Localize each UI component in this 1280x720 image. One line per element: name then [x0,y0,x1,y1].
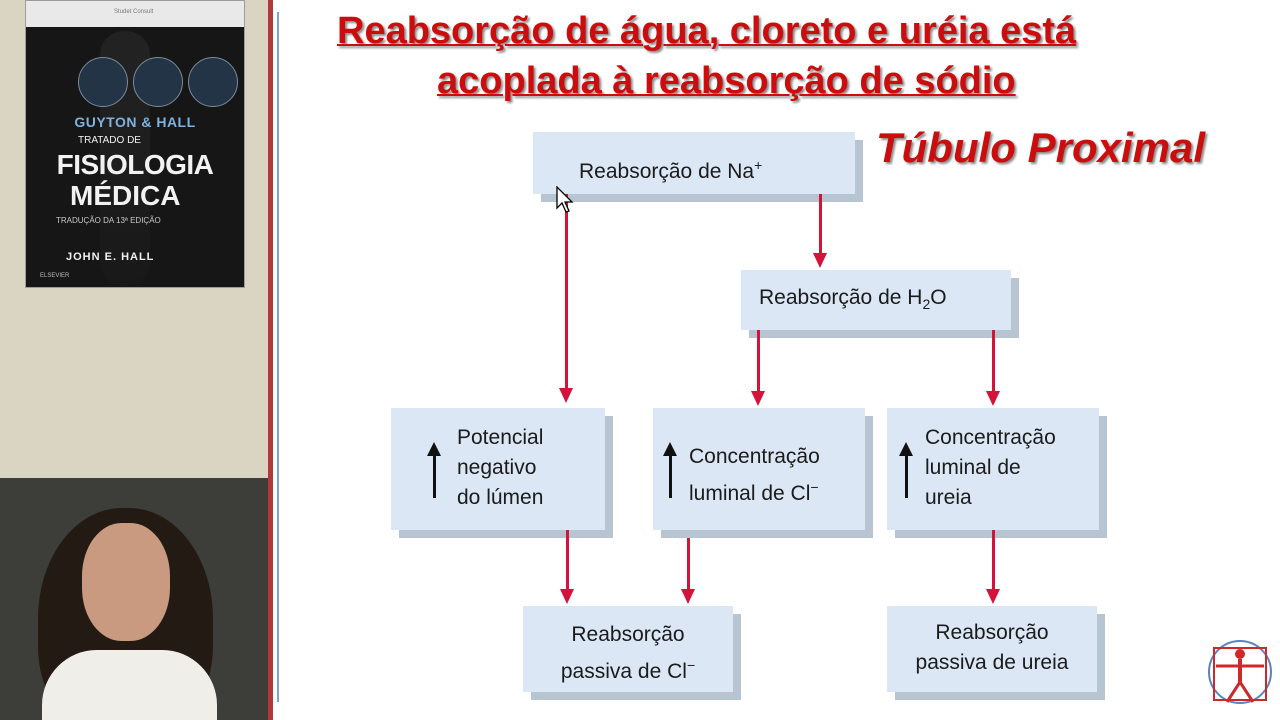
book-publisher: ELSEVIER [40,273,69,279]
box-h2o-text-a: Reabsorção de H [759,286,922,309]
webcam-presenter-face [82,523,170,641]
box-conc-ureia-line1: Concentração [925,423,1056,453]
slide-title-line1: Reabsorção de água, cloreto e uréia está [337,10,1076,53]
vitruvian-logo-icon [1207,636,1273,710]
arrow-potencial-to-passiva-cl [566,530,569,590]
book-top-band-text: Studet Consult [114,9,153,15]
box-na-sup: + [754,157,762,173]
box-passiva-cl-line1: Reabsorção [523,620,733,650]
book-orb-2 [133,57,183,107]
box-conc-cl-line1: Concentração [689,442,820,472]
book-title-line2: MÉDICA [70,180,180,212]
arrow-conc-cl-to-passiva-cl [687,538,690,590]
book-tratado: TRATADO DE [78,135,141,146]
book-traducao: TRADUÇÃO DA 13ª EDIÇÃO [56,216,161,225]
box-na-text: Reabsorção de Na [579,160,754,183]
book-orb-3 [188,57,238,107]
book-title-line1: FISIOLOGIA [26,149,244,181]
arrow-h2o-to-conc-ureia [992,330,995,392]
slide-left-rule [277,12,279,702]
box-potencial-negativo: Potencial negativo do lúmen [391,408,605,530]
arrow-na-to-potencial [565,194,568,389]
up-arrow-icon [905,454,908,498]
box-concentracao-ureia: Concentração luminal de ureia [887,408,1099,530]
slide: Reabsorção de água, cloreto e uréia está… [273,0,1280,720]
book-top-band: Studet Consult [26,1,244,27]
box-conc-ureia-line2: luminal de [925,453,1056,483]
box-concentracao-cl: Concentração luminal de Cl− [653,408,865,530]
box-passiva-ureia-line2: passiva de ureia [887,648,1097,678]
book-author-top: GUYTON & HALL [26,114,244,130]
box-h2o-text-b: O [930,286,946,309]
book-cover: Studet Consult GUYTON & HALL TRATADO DE … [25,0,245,288]
box-conc-cl-line2: luminal de Cl [689,482,810,505]
up-arrow-icon [433,454,436,498]
left-panel: Studet Consult GUYTON & HALL TRATADO DE … [0,0,268,720]
book-orb-1 [78,57,128,107]
arrow-h2o-to-conc-cl [757,330,760,392]
up-arrow-icon [669,454,672,498]
box-na-reabsorption: Reabsorção de Na+ [533,132,855,194]
book-author: JOHN E. HALL [66,251,154,263]
arrow-na-to-h2o [819,194,822,254]
box-conc-cl-sup: − [810,479,818,495]
webcam-feed [0,478,268,720]
box-conc-ureia-line3: ureia [925,483,1056,513]
box-passiva-ureia: Reabsorção passiva de ureia [887,606,1097,692]
slide-title-line2: acoplada à reabsorção de sódio [437,60,1016,103]
box-potencial-line3: do lúmen [457,483,543,513]
box-passiva-cl-line2: passiva de Cl [561,660,687,683]
arrow-conc-ureia-to-passiva-ureia [992,530,995,590]
slide-subtitle: Túbulo Proximal [876,124,1205,172]
box-passiva-cl: Reabsorção passiva de Cl− [523,606,733,692]
box-passiva-cl-sup: − [687,657,695,673]
box-h2o-reabsorption: Reabsorção de H2O [741,270,1011,330]
mouse-cursor-icon [556,186,574,214]
box-passiva-ureia-line1: Reabsorção [887,618,1097,648]
box-potencial-line1: Potencial [457,423,543,453]
box-potencial-line2: negativo [457,453,543,483]
webcam-presenter-shoulders [42,650,217,720]
